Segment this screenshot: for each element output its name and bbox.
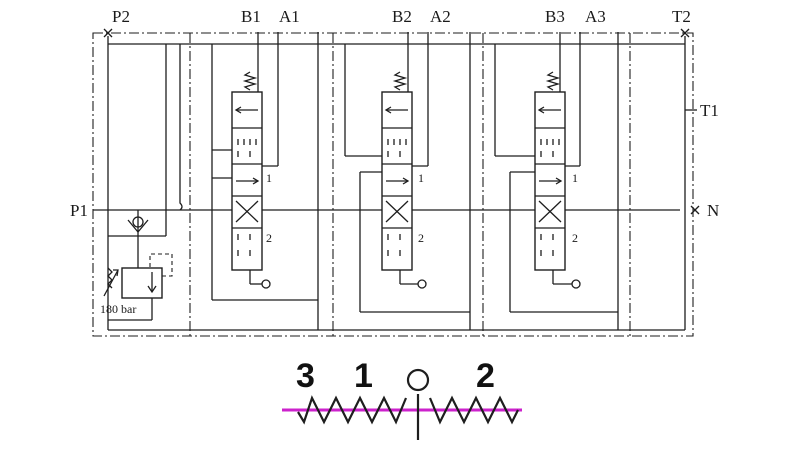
valve-block-outline [92, 32, 694, 337]
position-label-1: 1 [418, 171, 424, 185]
port-x-t2 [680, 28, 690, 38]
port-label-p2: P2 [112, 7, 130, 26]
port-label-n: N [707, 201, 719, 220]
port-x-p2 [103, 28, 113, 38]
port-label-t2: T2 [672, 7, 691, 26]
port-label-a2: A2 [430, 7, 451, 26]
port-label-b3: B3 [545, 7, 565, 26]
spool-section-2: 1 2 [344, 32, 471, 330]
legend-label-1: 1 [354, 357, 373, 395]
check-valve-icon [127, 216, 149, 234]
legend-label-2: 2 [476, 357, 495, 395]
position-label-2: 2 [266, 231, 272, 245]
port-label-a1: A1 [279, 7, 300, 26]
position-label-1: 1 [266, 171, 272, 185]
port-label-b1: B1 [241, 7, 261, 26]
position-label-2: 2 [572, 231, 578, 245]
legend-label-3: 3 [296, 357, 315, 395]
spool-detent-legend [282, 368, 522, 440]
relief-pressure-label: 180 bar [100, 302, 136, 316]
spool-section-1: 1 2 [211, 32, 319, 330]
port-label-b2: B2 [392, 7, 412, 26]
port-label-a3: A3 [585, 7, 606, 26]
port-x-n [690, 205, 700, 215]
port-label-p1: P1 [70, 201, 88, 220]
spool-section-3: 1 2 [494, 32, 619, 330]
port-label-t1: T1 [700, 101, 719, 120]
relief-valve-icon [103, 253, 173, 299]
position-label-2: 2 [418, 231, 424, 245]
position-label-1: 1 [572, 171, 578, 185]
